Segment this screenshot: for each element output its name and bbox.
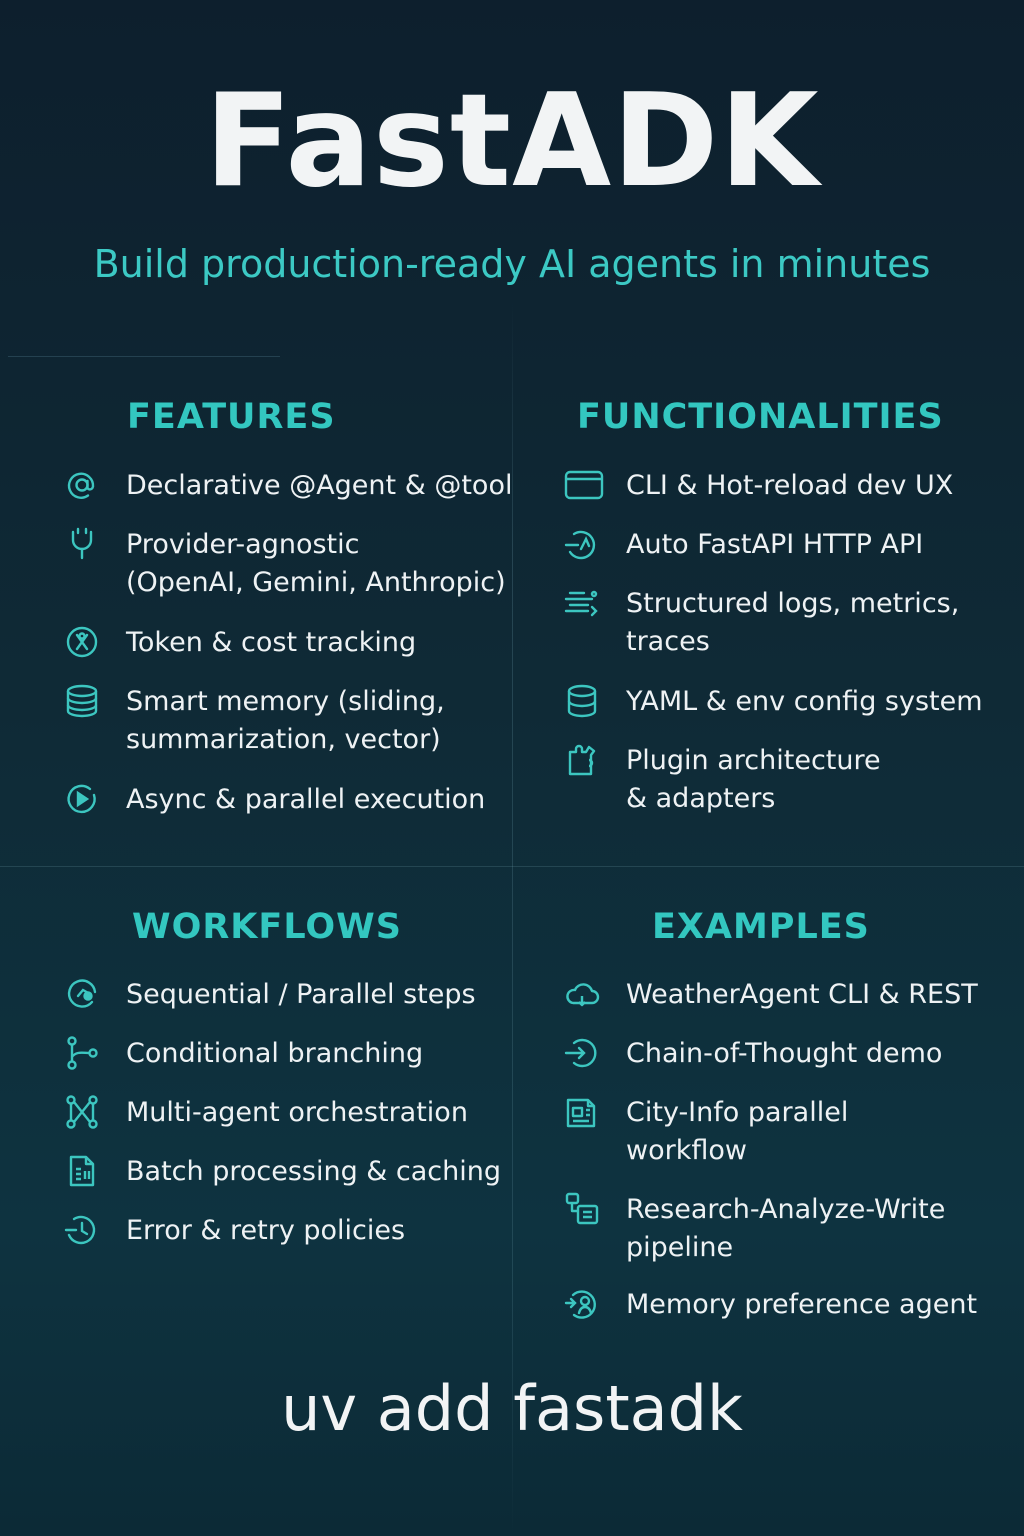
token-coin-icon [64, 624, 100, 660]
install-command: uv add fastadk [281, 1372, 743, 1445]
logs-icon [564, 585, 600, 621]
list-item-label: Batch processing & caching [126, 1156, 502, 1187]
network-icon [64, 1094, 100, 1130]
list-item-label: Chain-of-Thought demo [626, 1038, 943, 1069]
list-item-label: Memory preference agent [626, 1289, 978, 1320]
workflows-section: WORKFLOWS Sequential / Parallel steps Co… [64, 910, 504, 1270]
list-item-label: YAML & env config system [626, 686, 983, 717]
page-title: FastADK [204, 67, 820, 216]
list-item-label: Token & cost tracking [126, 627, 417, 658]
features-section: FEATURES Declarative @Agent & @tool Prov… [64, 397, 512, 840]
plug-icon [64, 526, 100, 562]
list-item-label: Auto FastAPI HTTP API [626, 529, 924, 560]
list-item-label: Declarative @Agent & @tool [126, 470, 513, 501]
play-circle-icon [64, 781, 100, 817]
divider-horizontal [0, 866, 1024, 867]
functionalities-heading: FUNCTIONALITIES [577, 397, 944, 437]
divider-vertical [512, 300, 513, 1536]
features-heading: FEATURES [127, 397, 336, 437]
puzzle-icon [564, 742, 600, 778]
list-item-label: Plugin architecture& adapters [626, 745, 881, 814]
examples-heading: EXAMPLES [652, 907, 870, 947]
api-arrow-icon [564, 526, 600, 562]
functionalities-section: FUNCTIONALITIES CLI & Hot-reload dev UX … [564, 400, 1004, 840]
database-stack-icon [64, 683, 100, 719]
list-item-label: WeatherAgent CLI & REST [626, 979, 978, 1010]
list-item-label: Provider-agnostic(OpenAI, Gemini, Anthro… [126, 529, 506, 598]
list-item-label: CLI & Hot-reload dev UX [626, 470, 954, 501]
workflows-heading: WORKFLOWS [132, 907, 402, 947]
newspaper-icon [564, 1094, 600, 1130]
divider-top [8, 356, 280, 357]
retry-icon [64, 1212, 100, 1248]
list-item-label: Error & retry policies [126, 1215, 406, 1246]
list-item-label: Multi-agent orchestration [126, 1097, 468, 1128]
enter-arrow-icon [564, 1035, 600, 1071]
cloud-icon [564, 976, 600, 1012]
database-icon [564, 683, 600, 719]
at-sign-icon [64, 467, 100, 503]
pipeline-icon [564, 1191, 600, 1227]
branch-icon [64, 1035, 100, 1071]
document-icon [64, 1153, 100, 1189]
list-item-label: Structured logs, metrics,traces [626, 588, 960, 657]
memory-head-icon [564, 1286, 600, 1322]
list-item-label: Conditional branching [126, 1038, 424, 1069]
steps-icon [64, 976, 100, 1012]
list-item-label: Async & parallel execution [126, 784, 486, 815]
examples-section: EXAMPLES WeatherAgent CLI & REST Chain-o… [564, 910, 1004, 1340]
page-subtitle: Build production-ready AI agents in minu… [93, 242, 931, 286]
window-icon [564, 467, 604, 503]
list-item-label: Smart memory (sliding,summarization, vec… [126, 686, 445, 755]
list-item-label: Sequential / Parallel steps [126, 979, 476, 1010]
